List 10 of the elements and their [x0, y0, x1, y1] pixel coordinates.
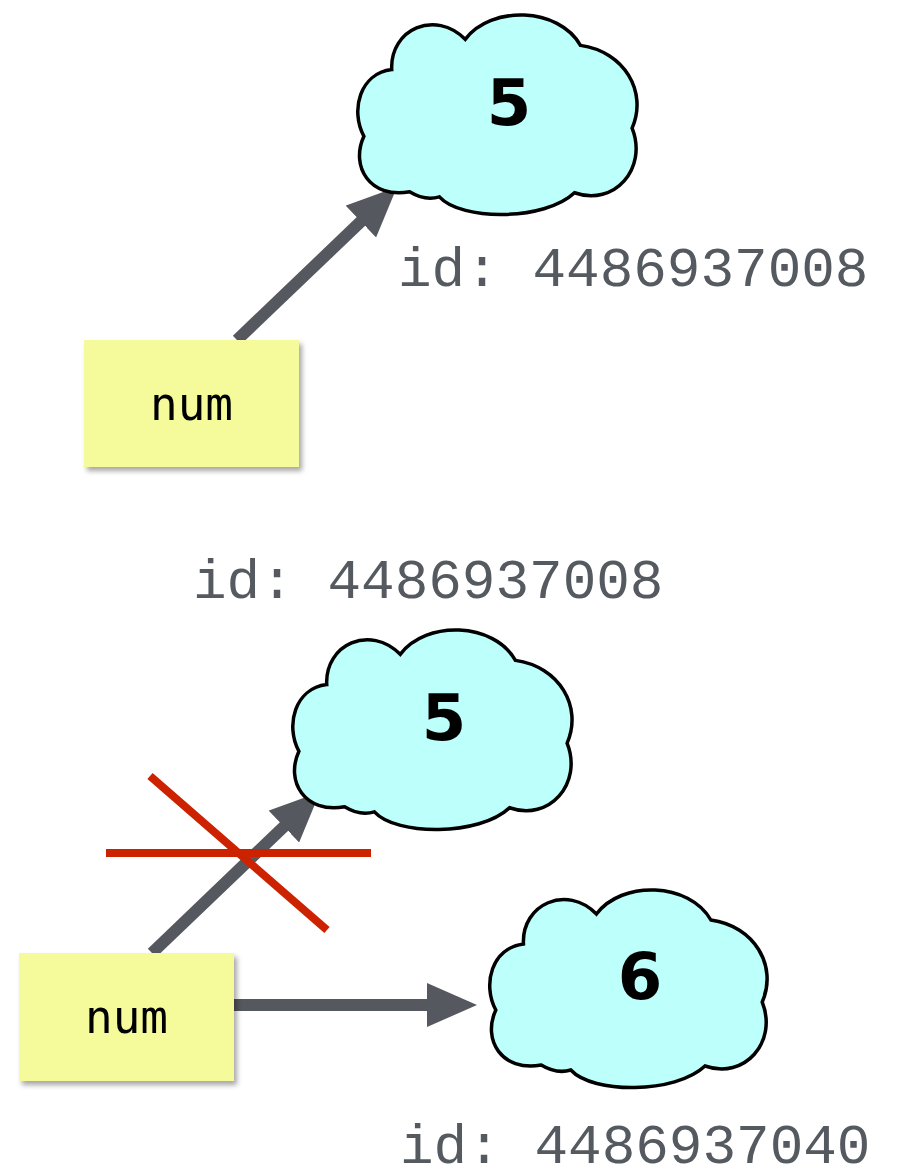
- variable-name: num: [84, 990, 169, 1044]
- value-text: 6: [617, 940, 663, 1014]
- variable-box: [84, 340, 299, 467]
- id-label: id: 4486937008: [193, 555, 664, 611]
- variable-name: num: [149, 376, 234, 431]
- id-label: id: 4486937040: [400, 1120, 871, 1172]
- variable-box: [19, 953, 234, 1081]
- id-label: id: 4486937008: [398, 243, 869, 299]
- value-text: 5: [486, 66, 532, 140]
- value-text: 5: [421, 681, 467, 755]
